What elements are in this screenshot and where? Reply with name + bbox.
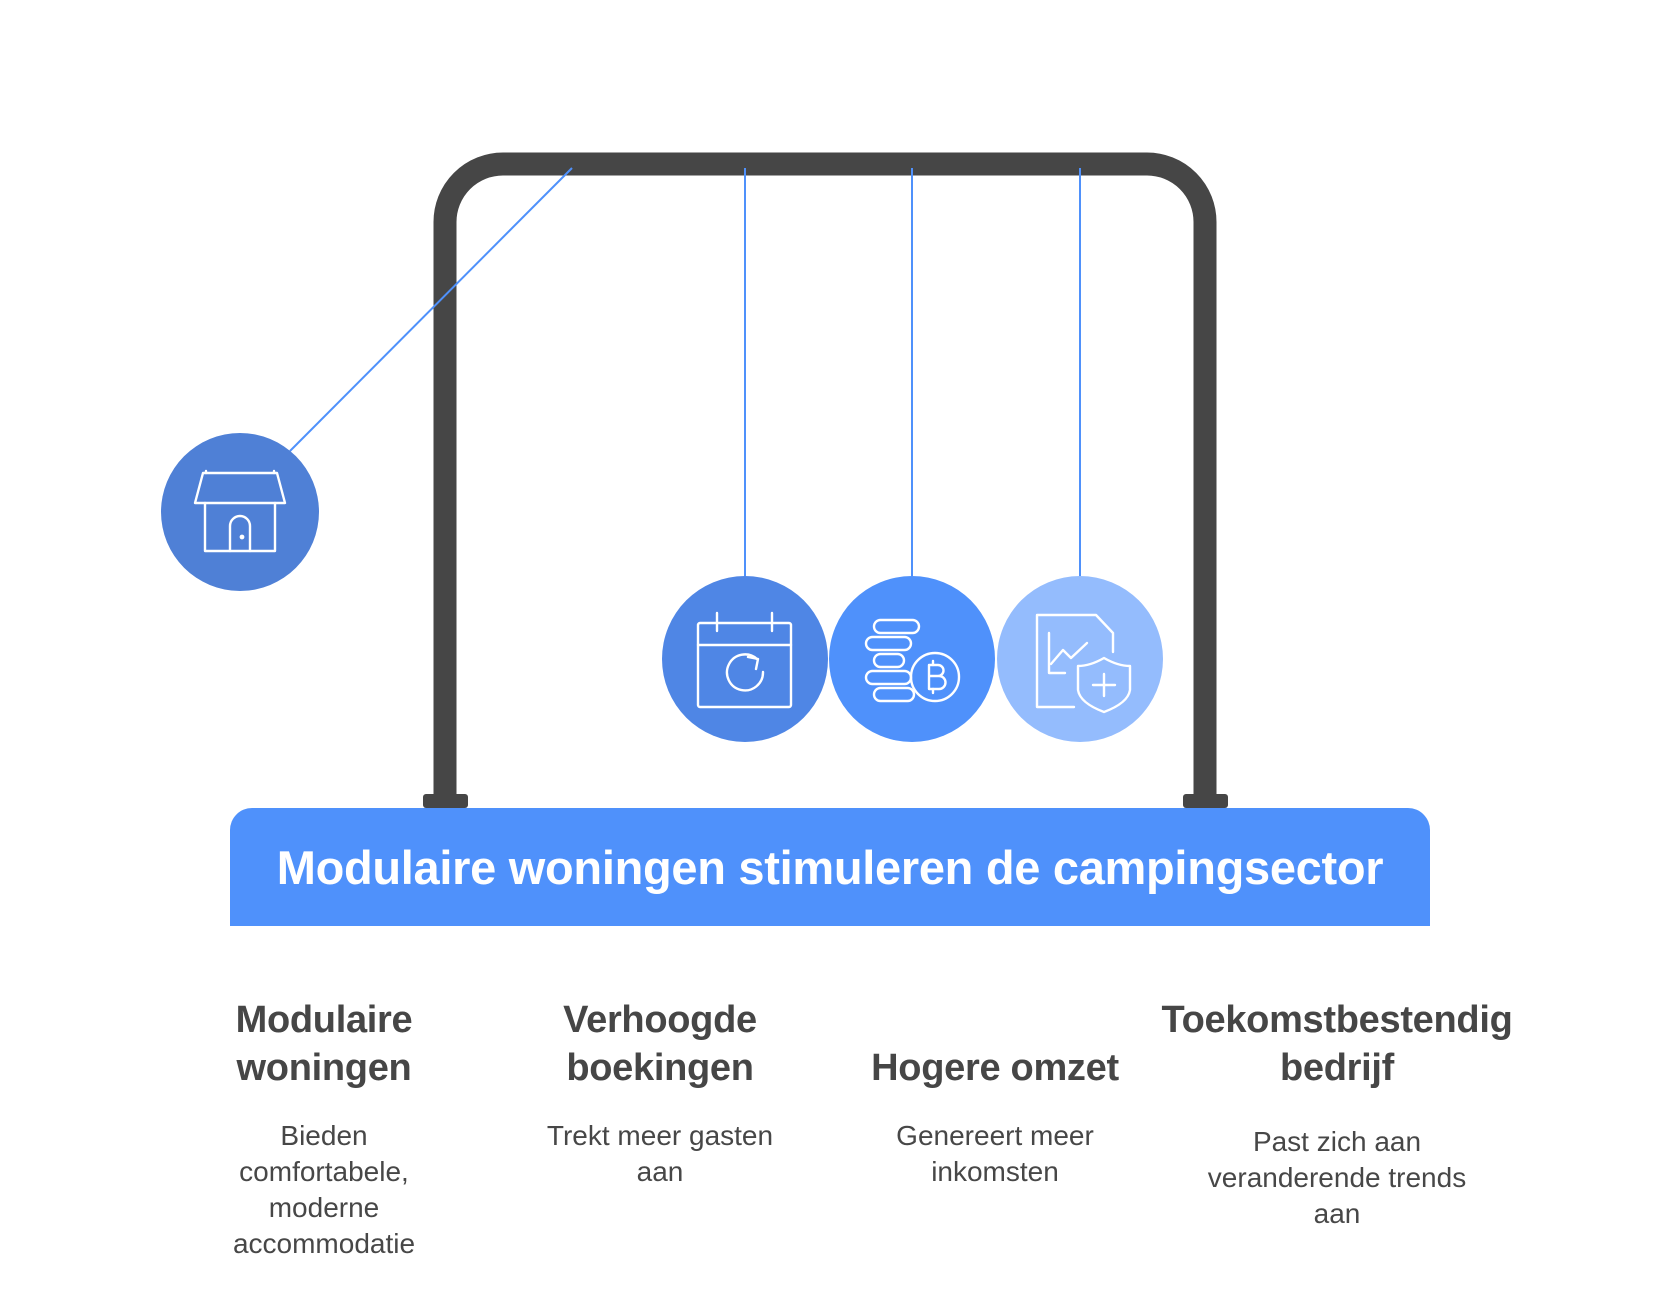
cradle-frame (433, 152, 1217, 800)
coins-bitcoin-icon (864, 618, 961, 703)
item-title: Toekomstbestendig bedrijf (1161, 999, 1513, 1089)
storefront-icon (193, 469, 287, 553)
pendulum-ball-3 (829, 576, 995, 742)
frame-foot-right (1183, 794, 1228, 808)
item-title: Verhoogde boekingen (563, 999, 757, 1089)
item-modulaire-woningen: Modulaire woningen Bieden comfortabele, … (189, 996, 459, 1262)
item-title: Modulaire woningen (235, 999, 413, 1089)
pendulum-ball-1 (161, 433, 319, 591)
pendulum-ball-4 (997, 576, 1163, 742)
item-hogere-omzet: Hogere omzet Genereert meer inkomsten (845, 1044, 1145, 1190)
item-description: Genereert meer inkomsten (896, 1120, 1094, 1187)
item-title: Hogere omzet (871, 1047, 1119, 1089)
frame-foot-left (423, 794, 468, 808)
item-description: Bieden comfortabele, moderne accommodati… (232, 1120, 416, 1259)
banner-title: Modulaire woningen stimuleren de camping… (276, 840, 1384, 894)
pendulum-ball-2 (662, 576, 828, 742)
item-description: Trekt meer gasten aan (546, 1120, 774, 1187)
title-banner: Modulaire woningen stimuleren de camping… (230, 808, 1430, 926)
pendulum-string-1 (289, 167, 573, 452)
item-description: Past zich aan veranderende trends aan (1207, 1126, 1467, 1229)
item-verhoogde-boekingen: Verhoogde boekingen Trekt meer gasten aa… (510, 996, 810, 1190)
document-chart-shield-icon (1035, 613, 1132, 714)
item-toekomstbestendig-bedrijf: Toekomstbestendig bedrijf Past zich aan … (1147, 996, 1527, 1232)
calendar-refresh-icon (696, 611, 793, 709)
